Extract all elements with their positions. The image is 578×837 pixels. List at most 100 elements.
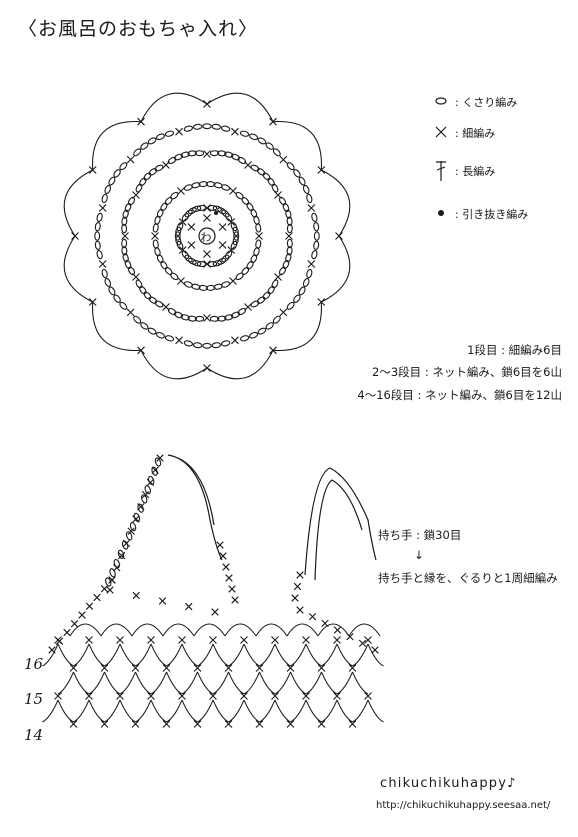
single-crochet-mark: [178, 218, 187, 226]
double-crochet-icon: [436, 161, 446, 181]
net-chain-line: [321, 671, 338, 695]
chain-stitch-mark: [278, 266, 287, 276]
chain-stitch-mark: [213, 182, 223, 189]
chain-stitch-mark: [129, 522, 137, 532]
single-crochet-mark: [307, 204, 316, 212]
chain-stitch-mark: [101, 268, 108, 279]
net-chain-line: [88, 643, 105, 667]
net-chain-line: [352, 671, 369, 695]
chain-stitch-mark: [113, 294, 121, 303]
single-crochet-mark: [70, 620, 79, 628]
net-chain-line: [321, 643, 338, 667]
chain-stitch-mark: [183, 125, 194, 132]
single-crochet-mark: [296, 606, 304, 614]
chain-stitch-mark: [96, 212, 103, 223]
net-chain-line: [73, 643, 90, 667]
net-chain-line: [197, 671, 214, 695]
chain-stitch-mark: [217, 150, 227, 157]
net-chain-line: [348, 623, 381, 637]
chain-stitch-mark: [272, 148, 281, 157]
single-crochet-mark: [55, 637, 64, 645]
outer-scallop: [272, 301, 322, 351]
net-chain-line: [228, 699, 245, 723]
chain-stitch-mark: [154, 215, 161, 225]
single-crochet-mark: [333, 636, 341, 644]
chain-stitch-mark: [255, 223, 262, 233]
chain-stitch-mark: [94, 231, 101, 241]
outer-scallop: [140, 92, 208, 122]
handle-line: [314, 479, 363, 581]
chain-stitch-mark: [213, 283, 223, 290]
net-chain-line: [336, 671, 353, 695]
chain-stitch-mark: [198, 181, 209, 188]
single-crochet-mark: [131, 720, 140, 728]
chain-stitch-mark: [306, 193, 313, 204]
net-chain-line: [259, 699, 276, 723]
single-crochet-mark: [333, 626, 342, 634]
chain-stitch-mark: [221, 184, 231, 191]
net-chain-line: [57, 699, 74, 723]
chain-stitch-mark: [286, 246, 293, 256]
chain-stitch-mark: [220, 340, 231, 347]
single-crochet-mark: [132, 191, 140, 199]
single-crochet-mark: [209, 636, 217, 644]
chain-stitch-mark: [209, 150, 220, 157]
chain-stitch-mark: [187, 207, 197, 215]
net-chain-line: [317, 623, 350, 637]
net-chain-line: [135, 699, 152, 723]
single-crochet-mark: [371, 646, 379, 654]
single-crochet-mark: [162, 720, 171, 728]
handle-line: [167, 454, 223, 561]
chain-stitch-mark: [167, 307, 177, 316]
net-chain-line: [69, 623, 102, 637]
chain-stitch-mark: [121, 238, 128, 249]
chain-stitch-mark: [174, 153, 184, 161]
chain-stitch-mark: [192, 123, 203, 130]
legend-double-label: : 長編み: [455, 165, 496, 178]
single-crochet-mark: [227, 218, 236, 226]
chain-stitch-mark: [256, 296, 266, 304]
chain-stitch-mark: [152, 239, 159, 249]
net-chain-line: [228, 643, 245, 667]
single-crochet-mark: [317, 720, 326, 728]
net-chain-line: [228, 671, 245, 695]
net-chain-line: [181, 699, 198, 723]
chain-stitch-mark: [117, 549, 125, 559]
single-crochet-mark: [317, 166, 326, 174]
net-chain-line: [290, 671, 307, 695]
single-crochet-mark: [141, 490, 150, 499]
single-crochet-mark: [302, 636, 310, 644]
chain-stitch-mark: [302, 184, 310, 195]
chain-stitch-mark: [96, 249, 103, 260]
single-crochet-mark: [137, 117, 145, 126]
chain-stitch-icon: [435, 97, 447, 105]
chain-stitch-mark: [256, 168, 266, 176]
chain-stitch-mark: [192, 205, 202, 212]
chain-stitch-mark: [121, 216, 128, 226]
chain-stitch-mark: [164, 196, 173, 206]
chain-stitch-mark: [147, 137, 157, 145]
net-chain-line: [135, 643, 152, 667]
chain-stitch-mark: [187, 315, 197, 322]
chain-stitch-mark: [202, 123, 212, 130]
single-crochet-mark: [187, 241, 196, 249]
chain-stitch-mark: [262, 291, 271, 300]
chain-stitch-mark: [175, 226, 182, 237]
chain-stitch-mark: [286, 216, 293, 226]
net-chain-line: [131, 623, 164, 637]
chain-stitch-mark: [194, 150, 205, 157]
single-crochet-mark: [85, 692, 93, 700]
single-crochet-mark: [175, 127, 183, 136]
single-crochet-mark: [85, 636, 93, 644]
handle-line: [177, 457, 215, 526]
single-crochet-mark: [317, 664, 326, 672]
chain-stitch-mark: [241, 266, 250, 276]
single-crochet-mark: [225, 574, 233, 582]
single-crochet-mark: [69, 664, 78, 672]
legend-single: : 細編み: [455, 125, 495, 141]
chain-stitch-mark: [119, 301, 128, 310]
single-crochet-mark: [151, 232, 159, 240]
chain-stitch-mark: [311, 249, 318, 260]
net-chain-line: [150, 671, 167, 695]
outer-scallop: [92, 121, 142, 171]
